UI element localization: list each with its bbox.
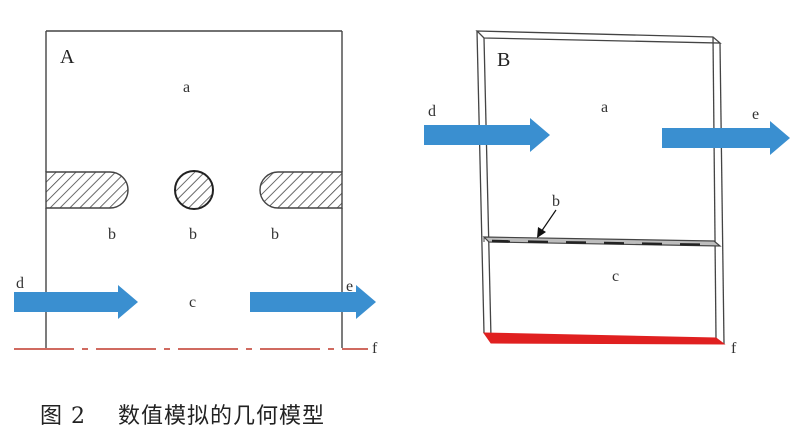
panel-a-label-lower-region: c — [189, 294, 196, 311]
panel-a-outlet-arrow — [250, 285, 376, 319]
obstacle-center-circle — [174, 170, 214, 210]
panel-a-title: A — [60, 46, 75, 68]
panel-a-label-bottom-boundary: f — [372, 340, 378, 357]
panel-b-label-lower-region: c — [612, 268, 619, 285]
panel-a-label-obstacle-left: b — [108, 226, 116, 243]
obstacle-left-shape — [45, 171, 129, 209]
panel-b-slab-outline — [475, 30, 725, 345]
panel-a: A a b b b c d e f — [14, 30, 378, 357]
panel-b-outlet-arrow — [662, 121, 790, 155]
figure-caption: 图 2 数值模拟的几何模型 — [40, 404, 325, 429]
obstacle-right-shape — [259, 171, 343, 209]
panel-b-porous-dashes — [491, 239, 701, 246]
panel-b-label-outlet: e — [752, 106, 759, 123]
panel-a-label-outlet: e — [346, 278, 353, 295]
panel-a-outline — [45, 30, 343, 348]
panel-b-pointer-head — [537, 227, 546, 238]
panel-a-label-inlet: d — [16, 275, 24, 292]
panel-b: B a b c d e f — [424, 30, 790, 357]
panel-a-label-upper-region: a — [183, 79, 190, 96]
panel-b-bottom-boundary — [483, 332, 726, 345]
panel-b-label-bottom-boundary: f — [731, 340, 737, 357]
panel-b-inlet-arrow — [424, 118, 550, 152]
panel-b-title: B — [497, 49, 510, 71]
panel-a-inlet-arrow — [14, 285, 138, 319]
panel-a-label-obstacle-right: b — [271, 226, 279, 243]
panel-b-label-porous-layer: b — [552, 193, 560, 210]
panel-a-label-obstacle-center: b — [189, 226, 197, 243]
panel-b-label-upper-region: a — [601, 99, 608, 116]
panel-b-pointer-line — [540, 209, 557, 233]
panel-b-label-inlet: d — [428, 103, 436, 120]
